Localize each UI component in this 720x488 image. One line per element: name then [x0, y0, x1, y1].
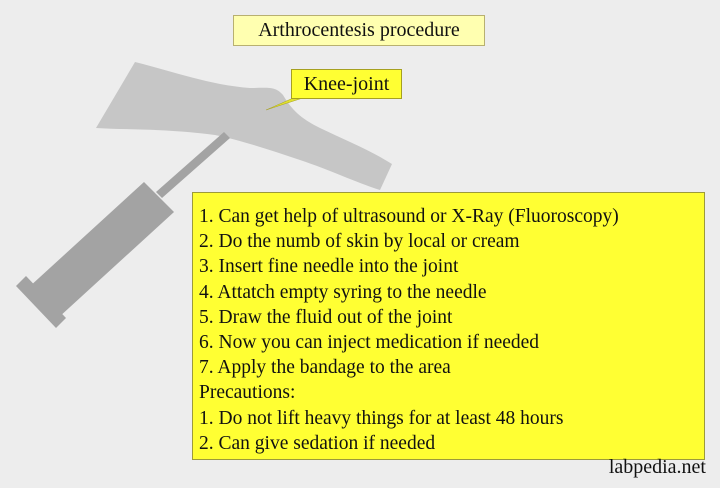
- knee-joint-callout: Knee-joint: [291, 69, 402, 99]
- precaution-item: 2. Can give sedation if needed: [199, 432, 436, 454]
- syringe-icon: [16, 132, 230, 328]
- step-item: 4. Attatch empty syring to the needle: [199, 281, 487, 303]
- procedure-steps-box: 1. Can get help of ultrasound or X-Ray (…: [192, 192, 705, 460]
- syringe-plunger: [16, 276, 66, 328]
- precautions-heading: Precautions:: [199, 382, 296, 404]
- precaution-item: 1. Do not lift heavy things for at least…: [199, 407, 564, 429]
- knee-leg-shape: [96, 62, 392, 190]
- syringe-needle: [156, 132, 230, 198]
- step-item: 1. Can get help of ultrasound or X-Ray (…: [199, 206, 619, 227]
- source-credit: labpedia.net: [608, 456, 706, 478]
- step-item: 6. Now you can inject medication if need…: [199, 332, 540, 354]
- page-title: Arthrocentesis procedure: [233, 15, 485, 46]
- step-item: 5. Draw the fluid out of the joint: [199, 306, 453, 328]
- step-item: 2. Do the numb of skin by local or cream: [199, 231, 520, 253]
- step-item: 3. Insert fine needle into the joint: [199, 256, 459, 278]
- step-item: 7. Apply the bandage to the area: [199, 357, 451, 379]
- syringe-barrel: [28, 182, 174, 318]
